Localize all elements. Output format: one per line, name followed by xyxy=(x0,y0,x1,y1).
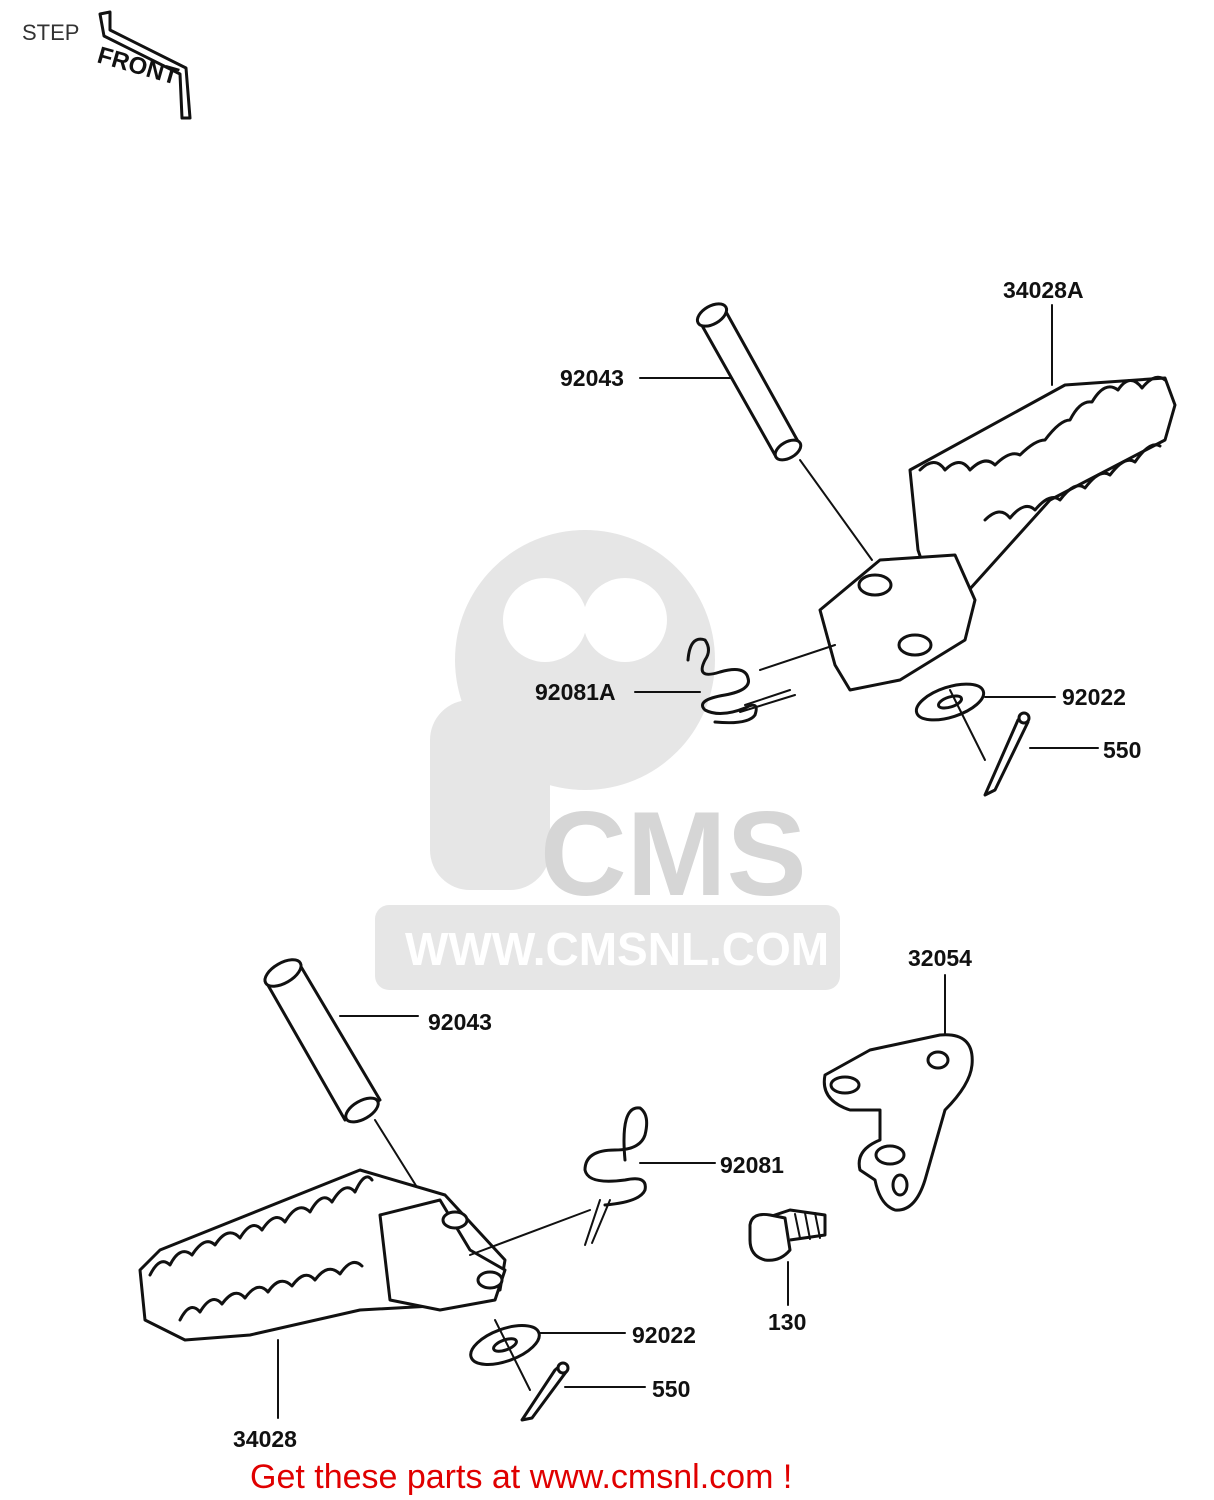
front-arrow-icon xyxy=(98,10,192,120)
cotter-pin-right-icon xyxy=(983,711,1031,797)
bolt-icon xyxy=(748,1208,827,1262)
spring-right-guide-line xyxy=(759,644,836,671)
watermark-url-band xyxy=(375,905,840,990)
watermark: CMS WWW.CMSNL.COM xyxy=(375,530,840,990)
washer-left-icon xyxy=(469,1324,541,1366)
spring-left-icon xyxy=(583,1106,649,1246)
watermark-goggle-right xyxy=(583,578,667,662)
pin-top-guide-line xyxy=(799,459,873,561)
watermark-goggle-left xyxy=(503,578,587,662)
right-step-assembly: 34028A 92043 92081A 92022 550 xyxy=(535,277,1177,797)
front-mark-text: FRONT xyxy=(94,42,181,91)
step-right-icon xyxy=(818,375,1177,692)
spring-left-guide-line xyxy=(469,1209,591,1256)
label-cotter-right: 550 xyxy=(1103,737,1141,763)
watermark-url-text: WWW.CMSNL.COM xyxy=(405,923,829,975)
label-spring-left: 92081 xyxy=(720,1152,784,1178)
watermark-body xyxy=(430,700,550,890)
label-step-left: 34028 xyxy=(233,1426,297,1452)
label-cotter-left: 550 xyxy=(652,1376,690,1402)
label-washer-right: 92022 xyxy=(1062,684,1126,710)
label-bolt: 130 xyxy=(768,1309,806,1335)
washer-left-guide-line xyxy=(494,1319,531,1391)
spring-right-icon xyxy=(686,637,796,725)
label-pin-bottom: 92043 xyxy=(428,1009,492,1035)
washer-right-guide-line xyxy=(949,689,986,761)
bracket-icon xyxy=(822,1033,974,1212)
label-pin-top: 92043 xyxy=(560,365,624,391)
left-step-assembly: 92043 92081 92022 550 34028 xyxy=(138,958,784,1452)
label-washer-left: 92022 xyxy=(632,1322,696,1348)
washer-right-icon xyxy=(914,682,986,722)
bracket-assembly: 32054 130 xyxy=(748,945,974,1335)
pin-top-icon xyxy=(695,302,803,462)
label-bracket: 32054 xyxy=(908,945,972,971)
label-step-right: 34028A xyxy=(1003,277,1084,303)
pin-bottom-icon xyxy=(263,958,382,1124)
front-mark: FRONT xyxy=(94,10,192,120)
watermark-logo-text: CMS xyxy=(540,787,807,921)
label-spring-right: 92081A xyxy=(535,679,616,705)
footer-link[interactable]: Get these parts at www.cmsnl.com ! xyxy=(250,1458,792,1496)
cotter-pin-left-icon xyxy=(520,1361,570,1422)
step-left-icon xyxy=(138,1168,507,1342)
diagram-title: STEP xyxy=(22,20,79,45)
